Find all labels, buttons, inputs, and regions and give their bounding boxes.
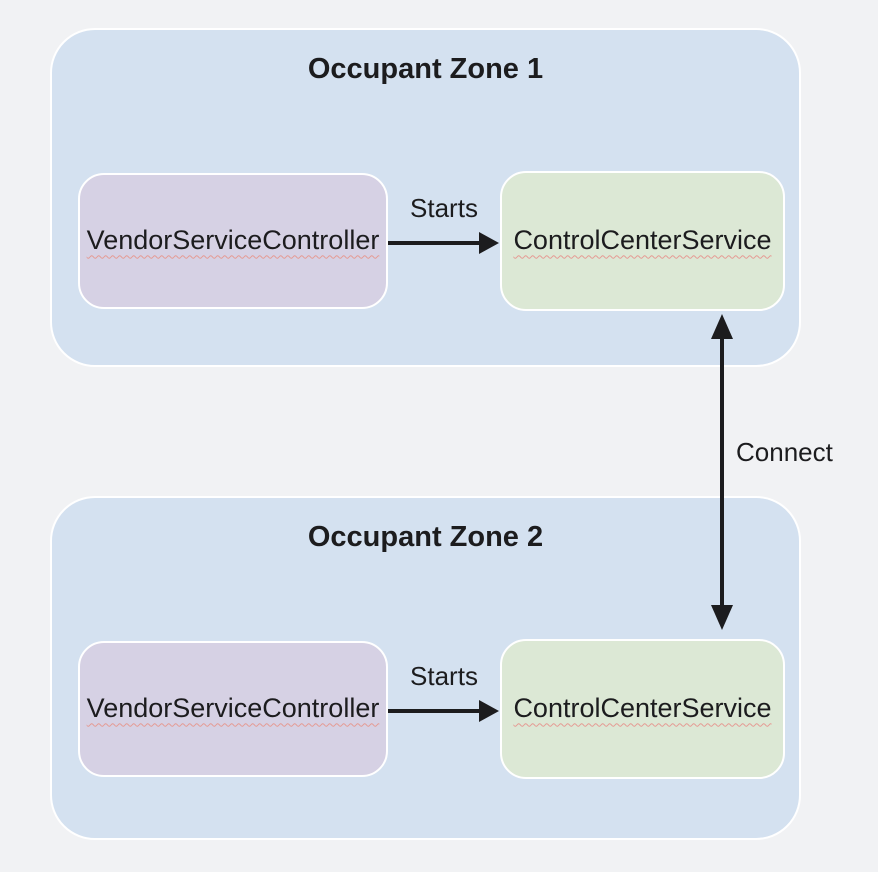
occupant-zone-1: Occupant Zone 1 VendorServiceController … [50, 28, 801, 367]
zone-1-starts-arrow-line [388, 241, 480, 245]
zone-2-starts-arrowhead-icon [479, 700, 499, 722]
zone-1-vendor-service-controller-label: VendorServiceController [86, 225, 380, 256]
zone-2-vendor-service-controller-label: VendorServiceController [86, 693, 380, 724]
zone-1-control-center-service-node: ControlCenterService [500, 171, 785, 311]
zone-2-vendor-service-controller-node: VendorServiceController [78, 641, 388, 777]
zone-1-vendor-service-controller-node: VendorServiceController [78, 173, 388, 309]
zone-2-control-center-service-label: ControlCenterService [513, 693, 772, 724]
connect-arrow-line [720, 336, 724, 608]
connect-arrow-label: Connect [736, 437, 833, 467]
connect-arrowhead-up-icon [711, 314, 733, 339]
zone-1-title: Occupant Zone 1 [307, 53, 544, 85]
zone-2-control-center-service-node: ControlCenterService [500, 639, 785, 779]
connect-arrowhead-down-icon [711, 605, 733, 630]
zone-2-starts-arrow-label: Starts [410, 661, 478, 691]
zone-1-control-center-service-label: ControlCenterService [513, 225, 772, 256]
zone-1-starts-arrowhead-icon [479, 232, 499, 254]
zone-1-starts-arrow-label: Starts [410, 193, 478, 223]
zone-2-starts-arrow-line [388, 709, 480, 713]
occupant-zone-2: Occupant Zone 2 VendorServiceController … [50, 496, 801, 840]
zone-2-title: Occupant Zone 2 [307, 521, 544, 553]
